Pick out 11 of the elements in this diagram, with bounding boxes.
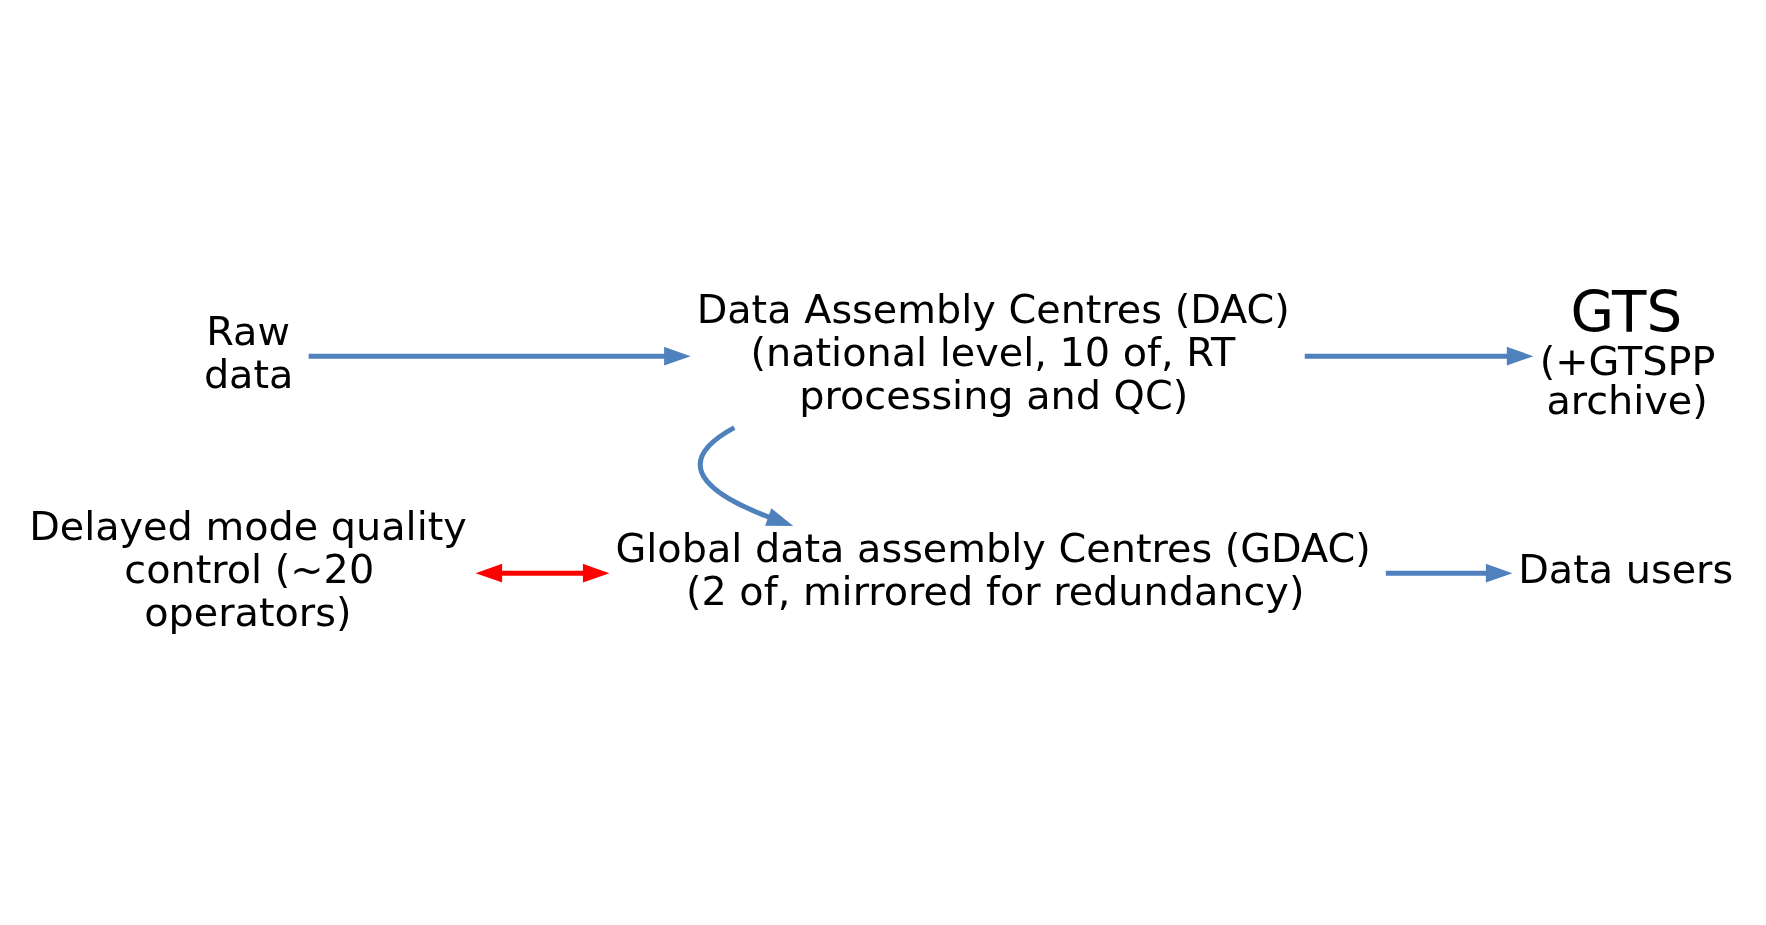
arrow (1304, 346, 1534, 365)
arrow (1385, 563, 1513, 582)
node-text: Data users (1518, 545, 1734, 592)
node-text: GTS (+GTSPP archive) (1539, 279, 1716, 423)
node-text: Data Assembly Centres (DAC) (national level, 10 of, RT processing and QC) (696, 285, 1290, 418)
arrow (308, 346, 691, 365)
node-text: Global data assembly Centres (GDAC) (2 of, mirrored for redundancy) (615, 524, 1371, 614)
node-text: Raw data (203, 307, 294, 397)
arrow (697, 425, 794, 526)
node-text: Delayed mode quality control (~20 operators) (29, 502, 467, 635)
arrow (475, 563, 610, 582)
